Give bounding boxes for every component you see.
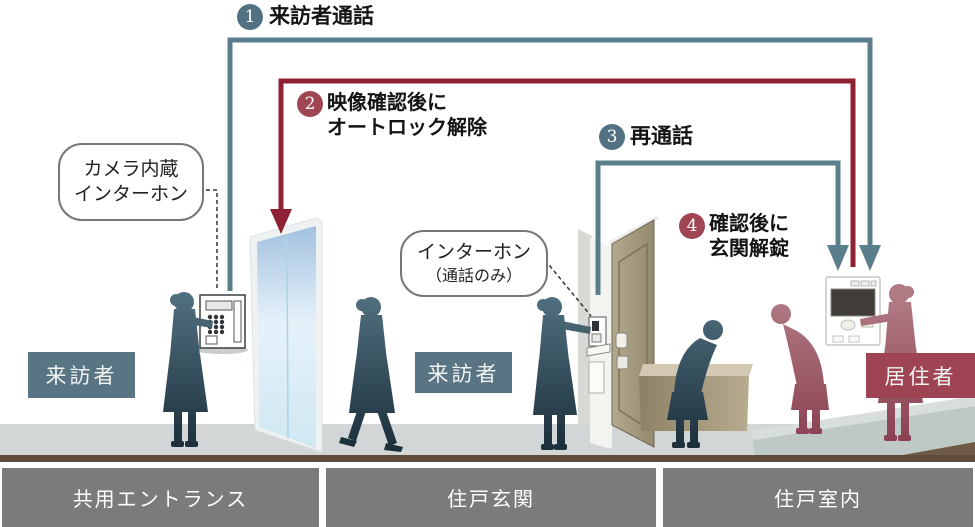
step-2-label: 映像確認後に オートロック解除 xyxy=(327,90,487,140)
door-intercom-callout: インターホン （通話のみ） xyxy=(400,230,548,297)
door-intercom-callout-line1: インターホン xyxy=(416,241,531,264)
door-visitor-badge: 来訪者 xyxy=(415,352,512,393)
zone-unit-interior: 住戸室内 xyxy=(663,468,973,527)
flow-line-2-autolock-release xyxy=(270,78,856,267)
resident-badge: 居住者 xyxy=(866,353,975,398)
step-2-label-line1: 映像確認後に xyxy=(327,90,447,114)
resident-bowing-silhouette xyxy=(771,304,829,434)
step-4-label-line2: 玄関解錠 xyxy=(709,236,789,260)
entrance-visitor-badge: 来訪者 xyxy=(28,352,135,398)
camera-intercom-callout-line1: カメラ内蔵 xyxy=(83,157,179,180)
visitor-bowing-silhouette xyxy=(667,320,723,448)
step-1-number-badge: 1 xyxy=(237,4,263,30)
step-3-label: 再通話 xyxy=(630,123,693,148)
arrowhead-down-icon xyxy=(827,245,849,271)
visitor-at-entrance-silhouette xyxy=(163,292,213,447)
flow-line-1-visitor-call xyxy=(227,37,881,291)
zone-unit-entrance: 住戸玄関 xyxy=(326,468,656,527)
callout-connectors xyxy=(199,189,592,317)
step-2-label-line2: オートロック解除 xyxy=(327,115,487,139)
resident-monitor-intercom xyxy=(825,276,881,346)
step-1-label: 来訪者通話 xyxy=(269,3,374,28)
zone-common-entrance: 共用エントランス xyxy=(2,468,319,527)
door-intercom-callout-line2: （通話のみ） xyxy=(425,266,522,286)
arrowhead-down-icon xyxy=(859,245,881,271)
entrance-camera-intercom-panel xyxy=(196,294,248,354)
auto-lock-glass-door xyxy=(249,217,323,453)
visitor-at-door-silhouette xyxy=(533,297,591,450)
visitor-walking-silhouette xyxy=(339,297,403,452)
camera-intercom-callout: カメラ内蔵 インターホン xyxy=(58,143,204,221)
step-2-number-badge: 2 xyxy=(297,91,323,117)
flow-line-3-recall xyxy=(595,160,849,295)
step-4-label-line1: 確認後に xyxy=(709,211,789,235)
step-4-label: 確認後に 玄関解錠 xyxy=(709,211,789,261)
step-3-number-badge: 3 xyxy=(599,124,625,150)
camera-intercom-callout-line2: インターホン xyxy=(73,183,188,205)
step-4-number-badge: 4 xyxy=(679,213,705,239)
arrowhead-down-icon xyxy=(270,209,292,234)
door-intercom-unit xyxy=(586,316,611,394)
